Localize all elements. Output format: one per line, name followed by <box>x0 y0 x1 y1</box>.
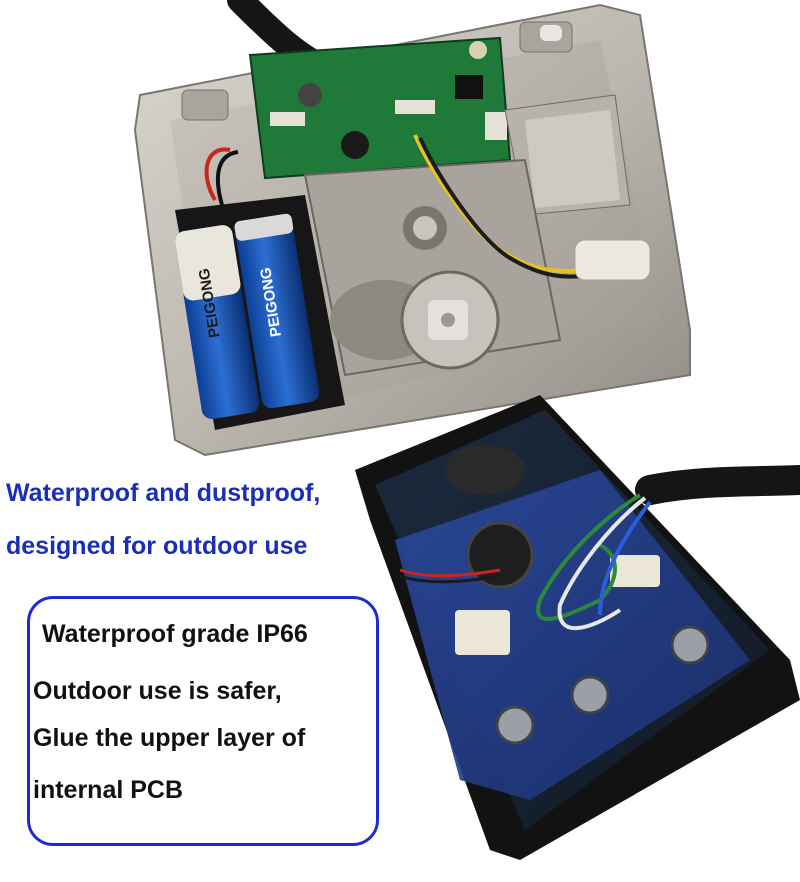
callout-line-outdoor: Outdoor use is safer, <box>33 677 282 705</box>
callout-line-pcb: internal PCB <box>33 776 184 804</box>
callout-line-ip-grade: Waterproof grade IP66 <box>42 620 308 648</box>
feature-callout-box: Waterproof grade IP66 Outdoor use is saf… <box>27 596 379 846</box>
headline-line-1: Waterproof and dustproof, <box>6 479 321 507</box>
headline-line-2: designed for outdoor use <box>6 532 308 560</box>
callout-line-glue: Glue the upper layer of <box>33 724 306 752</box>
